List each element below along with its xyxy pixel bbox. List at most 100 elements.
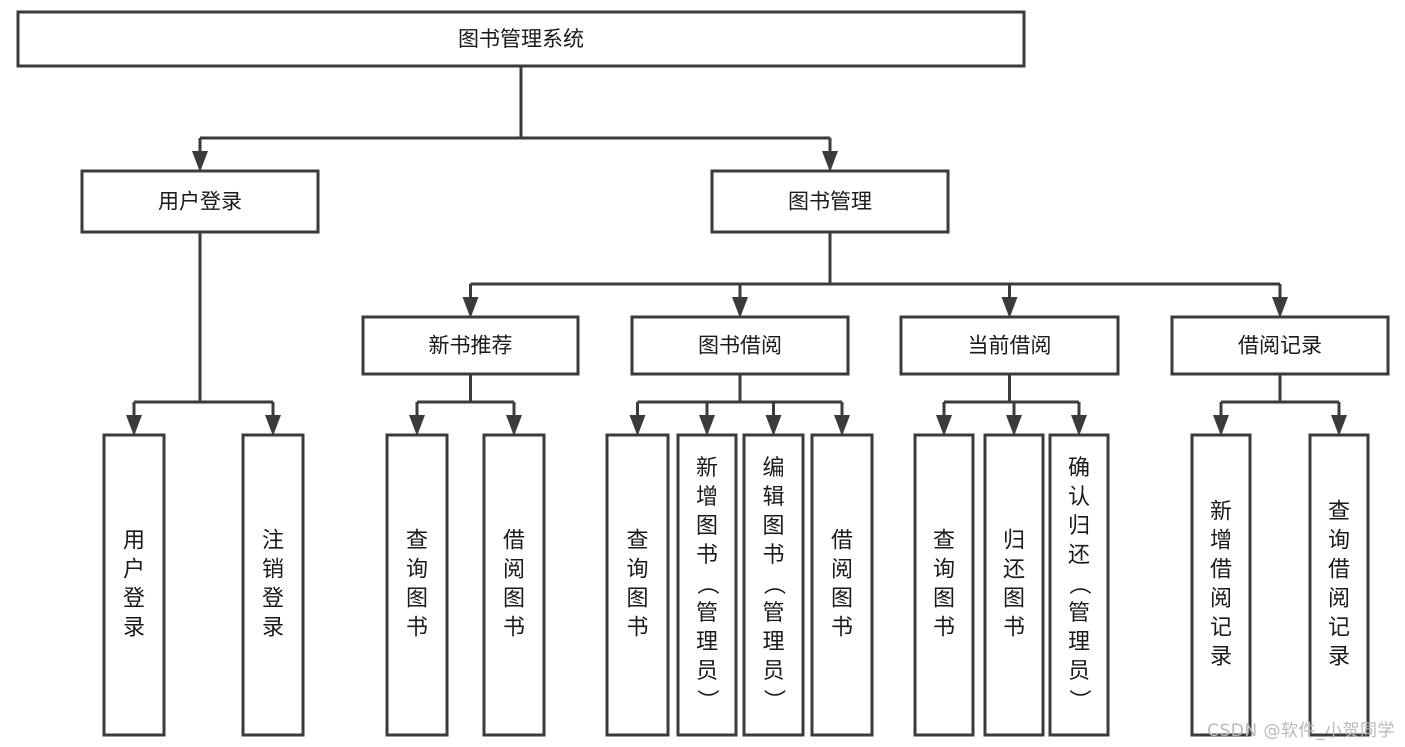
arrow-head-icon	[1006, 415, 1022, 436]
node-label-char: 书	[762, 543, 784, 568]
node-label-char: 员	[696, 659, 718, 684]
node-label-char: 管	[696, 601, 718, 626]
node-root[interactable]: 图书管理系统	[16, 10, 1026, 68]
node-label: 图书管理	[788, 190, 872, 214]
node-label-char: 询	[1328, 529, 1350, 554]
node-label-char: 员	[762, 659, 784, 684]
node-label-char: 记	[1210, 616, 1232, 641]
node-box	[810, 433, 874, 737]
node-label-char: 查	[626, 529, 648, 554]
node-box	[913, 433, 975, 737]
node-label-char: 理	[1068, 630, 1090, 655]
arrow-head-icon	[765, 415, 782, 436]
node-box	[1048, 433, 1110, 737]
node-n_borrow[interactable]: 图书借阅	[630, 315, 850, 376]
node-label-char: 图	[503, 587, 525, 612]
node-label-char: ）	[761, 689, 786, 711]
node-label-char: 阅	[1328, 587, 1350, 612]
node-box	[102, 433, 166, 737]
arrow-head-icon	[822, 151, 838, 172]
arrow-head-icon	[732, 297, 748, 318]
node-label-char: 查	[933, 529, 955, 554]
node-label-char: 图	[696, 514, 718, 539]
node-label-char: 理	[762, 630, 784, 655]
node-label-char: 询	[626, 558, 648, 583]
node-box	[482, 433, 546, 737]
arrow-head-icon	[506, 415, 522, 436]
node-box	[385, 433, 449, 737]
node-label-char: 书	[696, 543, 718, 568]
arrow-head-icon	[192, 151, 208, 172]
arrow-head-icon	[1001, 297, 1018, 318]
node-label: 新书推荐	[429, 334, 513, 358]
node-label-char: 用	[123, 529, 145, 554]
node-label-char: 增	[1210, 529, 1232, 554]
node-label-char: 图	[933, 587, 955, 612]
node-box	[742, 433, 805, 737]
arrow-head-icon	[126, 415, 142, 436]
node-label-char: 书	[1003, 616, 1025, 641]
node-label-char: 查	[406, 529, 428, 554]
arrow-head-icon	[936, 415, 952, 436]
node-label-char: 管	[1068, 601, 1090, 626]
node-label-char: 借	[1210, 558, 1232, 583]
node-label-char: 借	[831, 529, 853, 554]
arrow-head-icon	[1213, 415, 1229, 436]
node-label-char: 录	[1210, 645, 1232, 670]
node-box	[983, 433, 1045, 737]
node-label: 当前借阅	[968, 334, 1052, 358]
node-label-char: 注	[262, 529, 284, 554]
node-box	[1190, 433, 1252, 737]
node-label-char: 确	[1068, 456, 1090, 481]
node-label-char: 归	[1003, 529, 1025, 554]
node-label-char: 图	[406, 587, 428, 612]
node-label-char: 理	[696, 630, 718, 655]
node-label-char: 还	[1068, 543, 1090, 568]
arrow-head-icon	[699, 415, 715, 436]
node-label-char: 录	[123, 616, 145, 641]
node-label-char: 归	[1068, 514, 1090, 539]
node-n_login[interactable]: 用户登录	[80, 169, 320, 234]
node-n_newrec[interactable]: 新书推荐	[361, 315, 580, 376]
node-label-char: 询	[406, 558, 428, 583]
node-label-char: 询	[933, 558, 955, 583]
node-box	[630, 315, 850, 376]
node-label-char: 查	[1328, 500, 1350, 525]
arrow-head-icon	[1331, 415, 1347, 436]
node-label-char: 录	[1328, 645, 1350, 670]
node-n_cur[interactable]: 当前借阅	[899, 315, 1120, 376]
node-label: 借阅记录	[1238, 334, 1322, 358]
arrow-head-icon	[462, 297, 479, 318]
node-label-char: 登	[123, 587, 145, 612]
node-label-char: 阅	[503, 558, 525, 583]
node-label-char: 辑	[762, 485, 784, 510]
node-label-char: 图	[831, 587, 853, 612]
connector-layer	[126, 66, 1347, 436]
node-label-char: 阅	[1210, 587, 1232, 612]
node-l_login[interactable]: 用户登录	[102, 433, 166, 737]
node-n_books[interactable]: 图书管理	[710, 169, 950, 234]
node-label-char: 增	[696, 485, 718, 510]
node-label-char: （	[1066, 573, 1091, 595]
node-label-char: 图	[626, 587, 648, 612]
node-label-char: 借	[503, 529, 525, 554]
node-label-char: 图	[1003, 587, 1025, 612]
arrow-head-icon	[265, 415, 281, 436]
node-n_hist[interactable]: 借阅记录	[1170, 315, 1390, 376]
node-label-char: 阅	[831, 558, 853, 583]
arrow-head-icon	[834, 415, 850, 436]
node-box	[1170, 315, 1390, 376]
